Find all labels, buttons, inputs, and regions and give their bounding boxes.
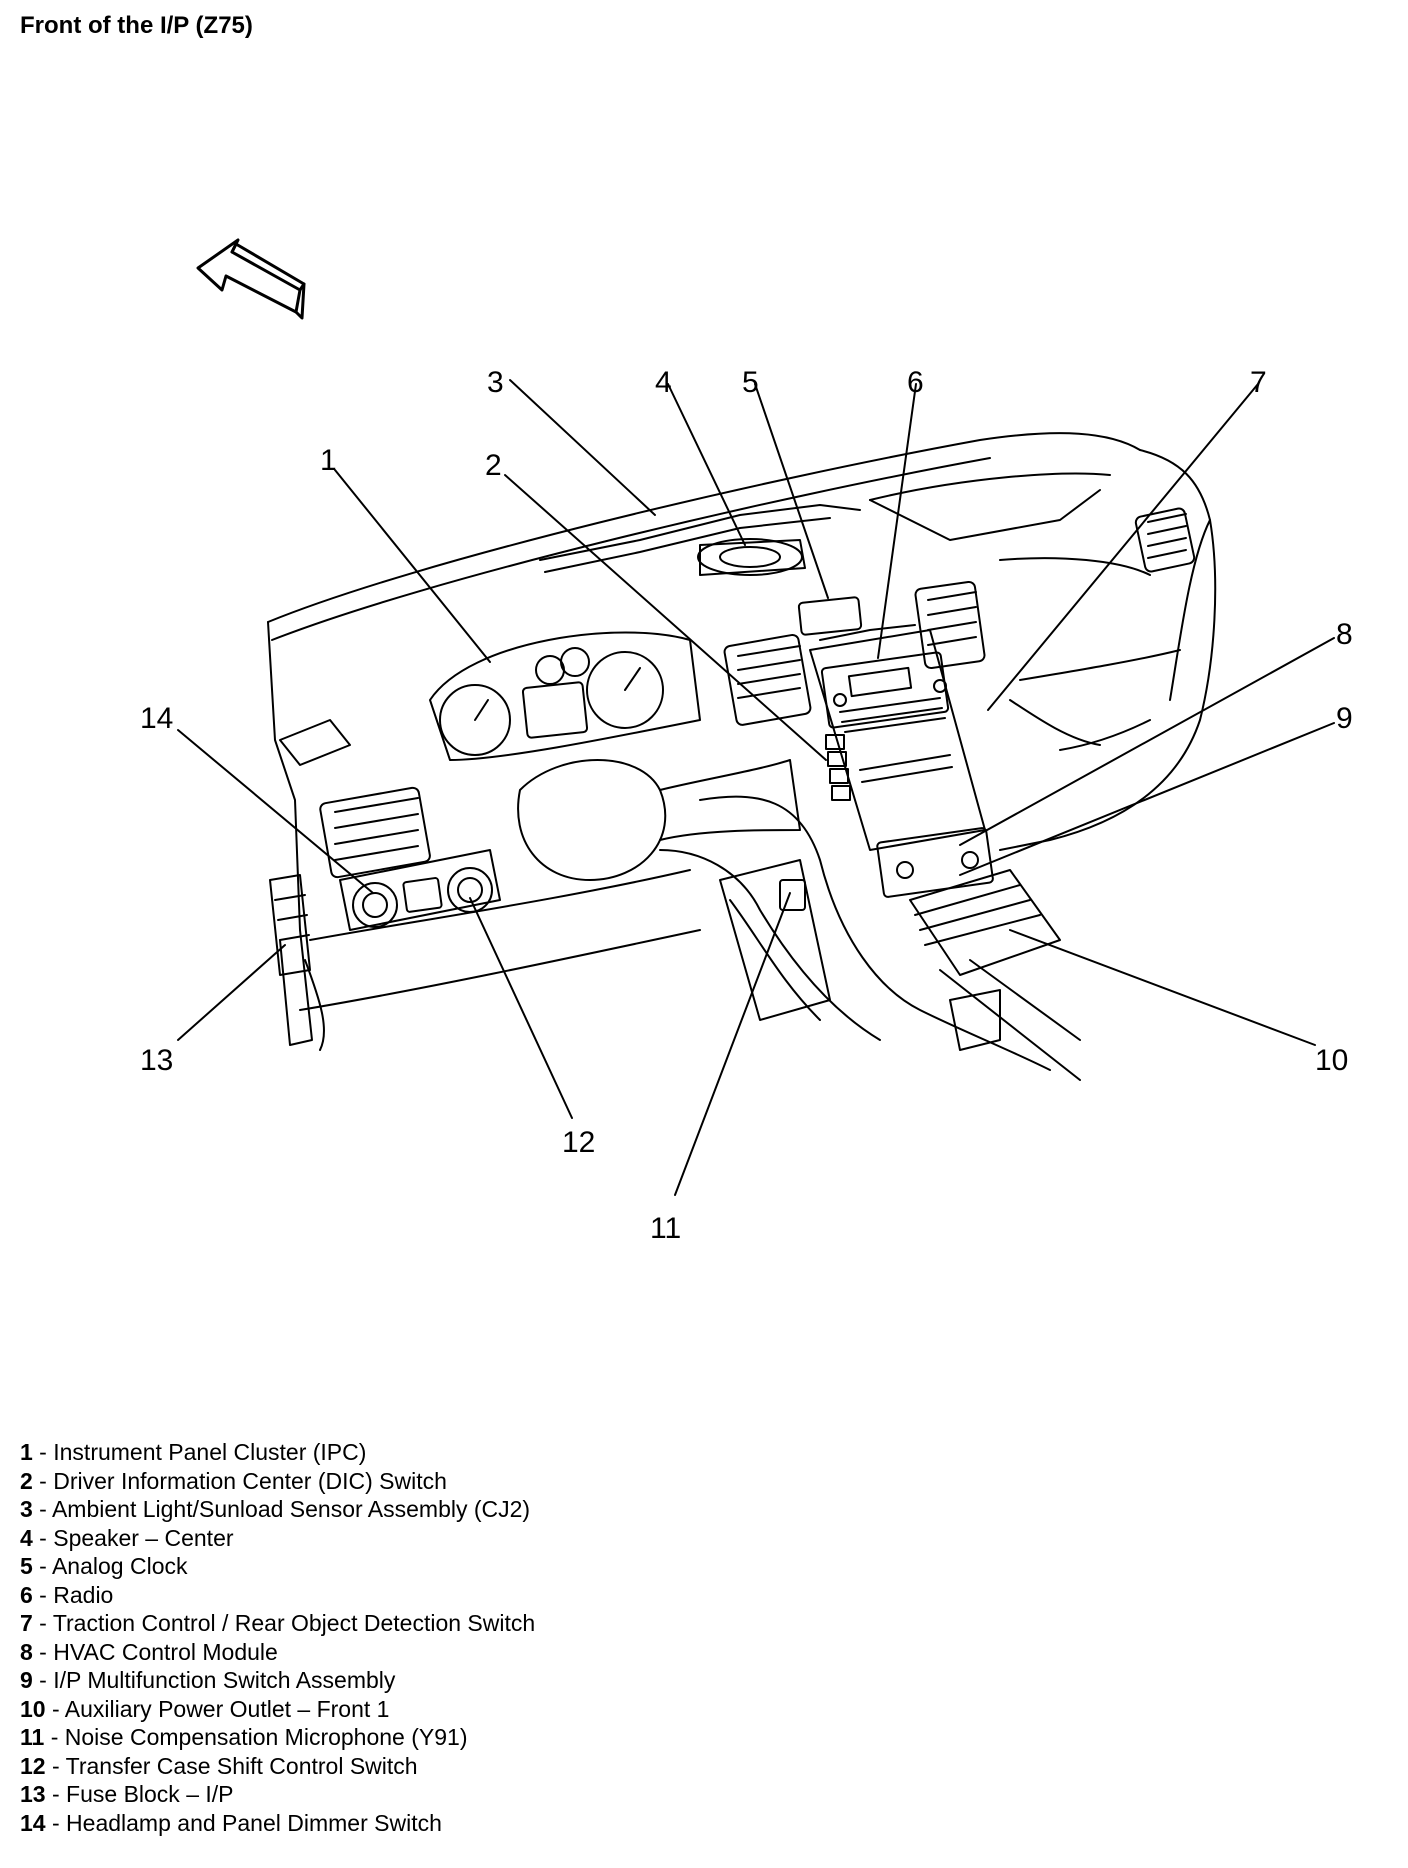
legend-number: 9 — [20, 1667, 33, 1693]
callout-10: 10 — [1315, 1044, 1348, 1077]
legend-separator: - — [32, 1553, 52, 1579]
legend-number: 2 — [20, 1467, 33, 1494]
dashboard-diagram: 1 2 3 4 5 6 7 8 9 10 11 12 13 14 — [140, 238, 1353, 1245]
legend-label: Analog Clock — [51, 1553, 188, 1579]
legend-label: Transfer Case Shift Control Switch — [65, 1752, 418, 1779]
callout-13: 13 — [140, 1044, 173, 1077]
legend-separator: - — [32, 1524, 54, 1551]
legend-label: Driver Information Center (DIC) Switch — [53, 1467, 447, 1494]
legend-number: 12 — [20, 1752, 46, 1779]
leader-lines — [177, 379, 1335, 1196]
legend-item: 11 - Noise Compensation Microphone (Y91) — [20, 1723, 535, 1752]
legend-item: 14 - Headlamp and Panel Dimmer Switch — [20, 1809, 535, 1838]
callout-7: 7 — [1250, 366, 1267, 399]
legend-item: 8 - HVAC Control Module — [20, 1638, 535, 1667]
instrument-panel-drawing — [267, 432, 1217, 1081]
legend-item: 13 - Fuse Block – I/P — [20, 1780, 535, 1809]
callout-6: 6 — [907, 366, 924, 399]
legend-label: Ambient Light/Sunload Sensor Assembly (C… — [51, 1496, 531, 1522]
callout-3: 3 — [487, 366, 504, 399]
legend-label: I/P Multifunction Switch Assembly — [53, 1667, 396, 1693]
legend-item: 6 - Radio — [20, 1581, 535, 1610]
callout-4: 4 — [655, 366, 672, 399]
legend-item: 12 - Transfer Case Shift Control Switch — [20, 1752, 535, 1781]
page-title: Front of the I/P (Z75) — [20, 12, 253, 39]
legend-label: Auxiliary Power Outlet – Front 1 — [64, 1695, 390, 1722]
legend-item: 2 - Driver Information Center (DIC) Swit… — [20, 1467, 535, 1496]
legend-separator: - — [32, 1638, 54, 1665]
callout-9: 9 — [1336, 702, 1353, 735]
callout-1: 1 — [320, 444, 337, 477]
legend-number: 5 — [20, 1553, 33, 1579]
legend-label: Instrument Panel Cluster (IPC) — [53, 1439, 367, 1465]
legend-number: 1 — [20, 1439, 33, 1465]
legend-item: 3 - Ambient Light/Sunload Sensor Assembl… — [20, 1495, 535, 1524]
legend-separator: - — [32, 1610, 53, 1636]
callout-5: 5 — [742, 366, 759, 399]
legend-separator: - — [32, 1439, 54, 1465]
legend-item: 10 - Auxiliary Power Outlet – Front 1 — [20, 1695, 535, 1724]
legend: 1 - Instrument Panel Cluster (IPC) 2 - D… — [20, 1438, 535, 1837]
callout-8: 8 — [1336, 618, 1353, 651]
legend-item: 1 - Instrument Panel Cluster (IPC) — [20, 1438, 535, 1467]
legend-separator: - — [32, 1496, 52, 1522]
legend-number: 14 — [20, 1809, 46, 1836]
legend-label: Headlamp and Panel Dimmer Switch — [66, 1809, 442, 1836]
legend-separator: - — [32, 1581, 54, 1608]
direction-arrow-icon — [196, 238, 306, 320]
legend-number: 4 — [20, 1524, 33, 1551]
legend-label: Fuse Block – I/P — [66, 1781, 234, 1807]
legend-number: 6 — [20, 1581, 33, 1608]
callout-14: 14 — [140, 702, 173, 735]
legend-item: 5 - Analog Clock — [20, 1552, 535, 1581]
callout-numbers: 1 2 3 4 5 6 7 8 9 10 11 12 13 14 — [140, 366, 1353, 1245]
legend-number: 10 — [20, 1695, 46, 1722]
legend-label: Radio — [53, 1581, 114, 1608]
legend-label: Traction Control / Rear Object Detection… — [52, 1610, 536, 1636]
legend-item: 7 - Traction Control / Rear Object Detec… — [20, 1609, 535, 1638]
legend-separator: - — [45, 1781, 67, 1807]
legend-number: 11 — [20, 1724, 45, 1750]
legend-item: 9 - I/P Multifunction Switch Assembly — [20, 1666, 535, 1695]
legend-item: 4 - Speaker – Center — [20, 1524, 535, 1553]
legend-separator: - — [32, 1667, 54, 1693]
legend-number: 8 — [20, 1638, 33, 1665]
legend-number: 13 — [20, 1781, 46, 1807]
legend-label: Speaker – Center — [53, 1524, 234, 1551]
callout-2: 2 — [485, 449, 502, 482]
legend-separator: - — [45, 1752, 66, 1779]
legend-label: Noise Compensation Microphone (Y91) — [64, 1724, 468, 1750]
legend-separator: - — [45, 1695, 65, 1722]
callout-11: 11 — [650, 1212, 681, 1245]
legend-number: 7 — [20, 1610, 33, 1636]
legend-label: HVAC Control Module — [53, 1638, 278, 1665]
legend-separator: - — [44, 1724, 65, 1750]
legend-number: 3 — [20, 1496, 33, 1522]
legend-separator: - — [32, 1467, 54, 1494]
legend-separator: - — [45, 1809, 67, 1836]
callout-12: 12 — [562, 1126, 595, 1159]
